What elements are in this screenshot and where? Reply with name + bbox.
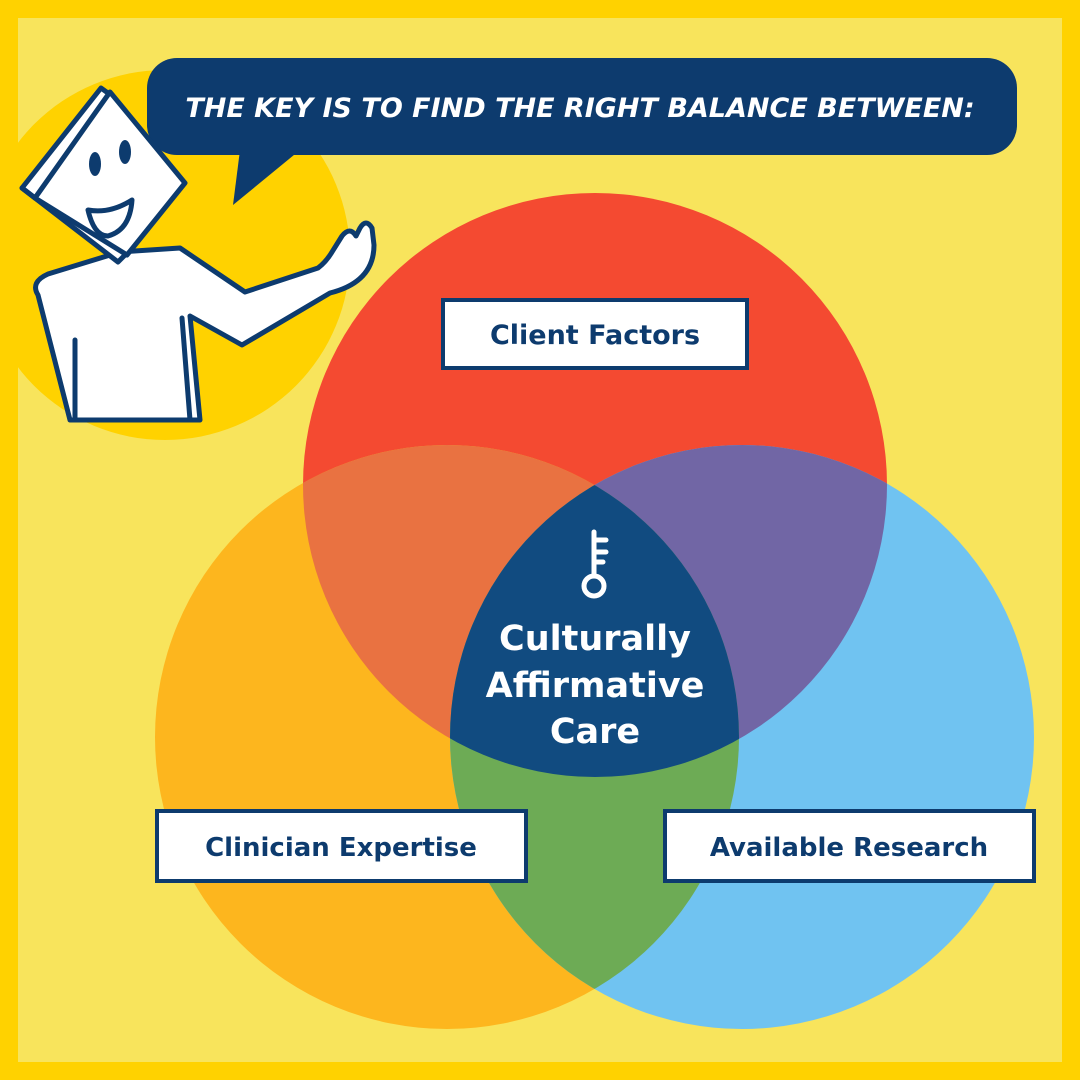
speech-bubble-text: THE KEY IS TO FIND THE RIGHT BALANCE BET… bbox=[185, 93, 974, 124]
mascot-character bbox=[19, 85, 377, 423]
label-client-factors-text: Client Factors bbox=[490, 320, 700, 351]
mascot-eye-left bbox=[89, 152, 101, 176]
label-available-research: Available Research bbox=[663, 809, 1036, 883]
center-text-line-2: Affirmative bbox=[486, 666, 705, 706]
key-icon bbox=[581, 529, 609, 599]
label-clinician-expertise: Clinician Expertise bbox=[155, 809, 528, 883]
mascot-mouth bbox=[85, 197, 135, 239]
mascot-body bbox=[33, 220, 377, 423]
center-overlap bbox=[450, 445, 739, 777]
center-text-line-1: Culturally bbox=[499, 619, 691, 659]
speech-bubble: THE KEY IS TO FIND THE RIGHT BALANCE BET… bbox=[147, 58, 1017, 205]
center-text-line-3: Care bbox=[550, 712, 640, 752]
mascot-head bbox=[32, 89, 188, 258]
label-available-research-text: Available Research bbox=[710, 833, 988, 863]
label-client-factors: Client Factors bbox=[441, 298, 749, 370]
label-clinician-expertise-text: Clinician Expertise bbox=[205, 833, 477, 863]
mascot-eye-right bbox=[119, 140, 131, 164]
